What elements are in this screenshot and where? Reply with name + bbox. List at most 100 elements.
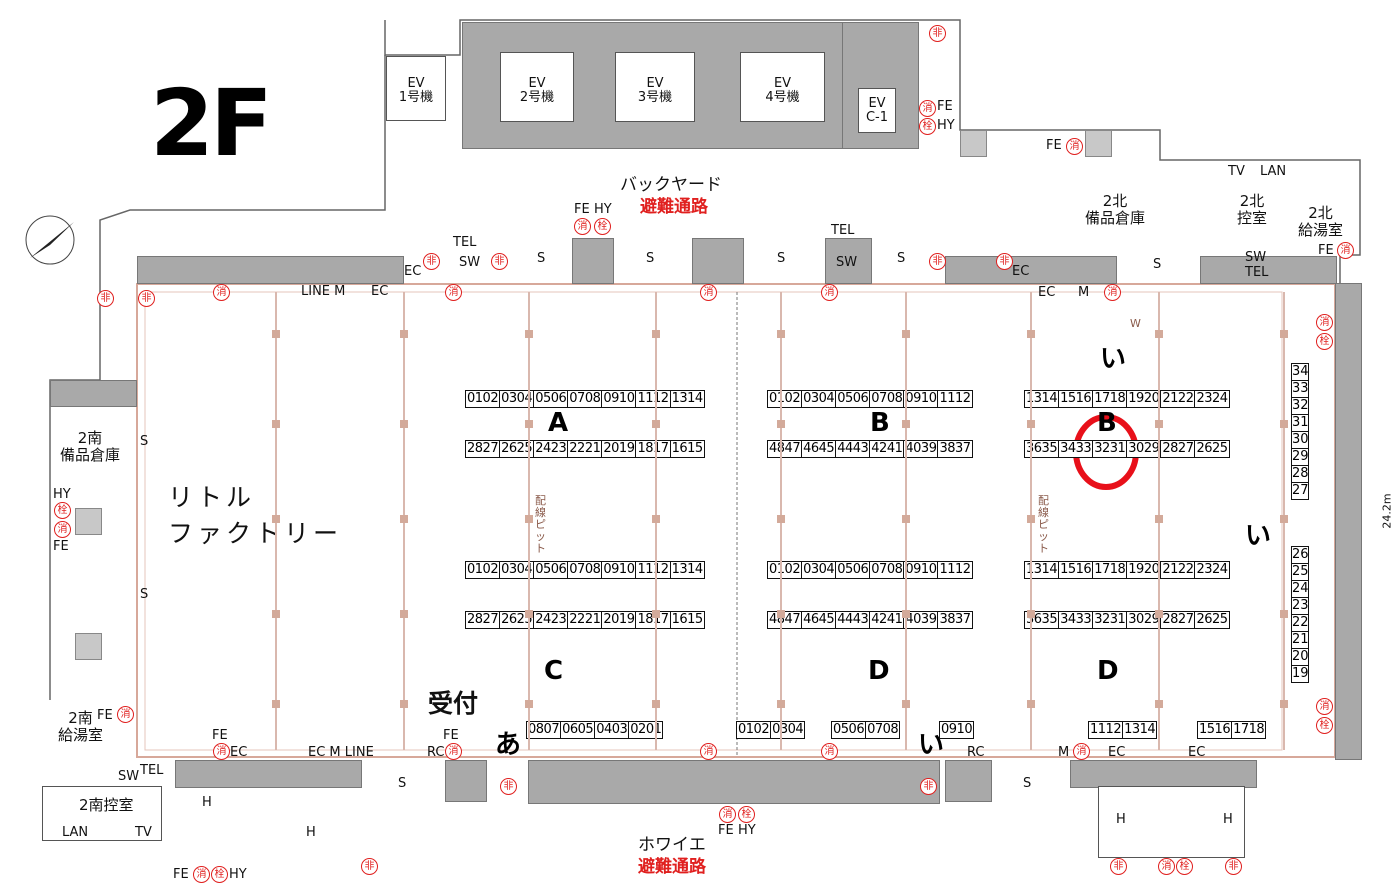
booth-cell: 34 <box>1291 363 1309 381</box>
booth-cell: 2625 <box>1194 440 1230 458</box>
booth-cell: 0910 <box>939 721 975 739</box>
pillar <box>445 760 487 802</box>
booth-cell: 1718 <box>1092 561 1128 579</box>
booth-cell: 0506 <box>835 390 871 408</box>
ec-m-line-label: EC M LINE <box>308 745 374 760</box>
zone-b: B <box>870 408 890 438</box>
booth-cell: 2122 <box>1160 390 1196 408</box>
ec-label: EC <box>1012 264 1030 279</box>
dimension-label: 24.2m <box>1380 493 1393 529</box>
backyard-label: バックヤード <box>620 175 722 195</box>
emergency-exit-icon: 非 <box>929 253 946 270</box>
pillar-marker <box>400 330 408 338</box>
extinguisher-icon: 消 <box>1337 242 1354 259</box>
extinguisher-icon: 消 <box>445 284 462 301</box>
booth-cell: 0102 <box>767 561 803 579</box>
booth-cell: 2827 <box>1160 611 1196 629</box>
pillar-marker <box>1155 700 1163 708</box>
booth-cell: 1817 <box>635 440 671 458</box>
booth-cell: 1112 <box>937 561 973 579</box>
pillar-marker <box>652 610 660 618</box>
extinguisher-icon: 消 <box>445 743 462 760</box>
tel-label: TEL <box>1245 265 1269 280</box>
pillar-marker <box>400 515 408 523</box>
booth-cell: 0304 <box>801 561 837 579</box>
fe-label: FE <box>574 202 590 217</box>
booth-cell: 0708 <box>567 561 603 579</box>
pillar-marker <box>1155 515 1163 523</box>
hydrant-icon: 栓 <box>54 502 71 519</box>
booth-cell: 31 <box>1291 414 1309 432</box>
elevator-4: EV 4号機 <box>740 52 825 122</box>
booth-cell: 2827 <box>1160 440 1196 458</box>
booth-cell: 1314 <box>669 390 705 408</box>
booth-cell: 32 <box>1291 397 1309 415</box>
booth-cell: 0403 <box>594 721 630 739</box>
hy-label: HY <box>594 202 612 217</box>
fe-label: FE <box>53 539 69 554</box>
booth-cell: 0102 <box>736 721 772 739</box>
booth-cell: 1516 <box>1058 390 1094 408</box>
booth-cell: 1516 <box>1197 721 1233 739</box>
zone-i-hiragana: い <box>1100 344 1127 374</box>
floor-label: 2F <box>150 70 273 177</box>
booth-cell: 27 <box>1291 482 1309 500</box>
booth-cell: 1314 <box>669 561 705 579</box>
tv-label: TV <box>1228 164 1245 179</box>
elevator-2: EV 2号機 <box>500 52 574 122</box>
booth-cell: 1516 <box>1058 561 1094 579</box>
booth-cell: 2324 <box>1194 561 1230 579</box>
booth-cell: 22 <box>1291 614 1309 632</box>
pillar-marker <box>652 330 660 338</box>
line-m-label: LINE M <box>301 284 346 299</box>
booth-cell: 1920 <box>1126 390 1162 408</box>
emergency-exit-icon: 非 <box>138 290 155 307</box>
booth-cell: 0201 <box>628 721 664 739</box>
zone-d: D <box>868 656 890 686</box>
pillar-marker <box>1280 420 1288 428</box>
booth-cell: 4039 <box>903 440 939 458</box>
pillar-marker <box>902 330 910 338</box>
extinguisher-icon: 消 <box>213 284 230 301</box>
booth-cell: 4443 <box>835 611 871 629</box>
fe-label: FE <box>173 867 189 882</box>
south-kitchen: 2南 給湯室 <box>58 709 104 744</box>
booth-cell: 23 <box>1291 597 1309 615</box>
booth-cell: 1615 <box>669 440 705 458</box>
pillar-marker <box>902 700 910 708</box>
booth-cell: 2423 <box>533 440 569 458</box>
east-wall <box>1335 283 1362 760</box>
extinguisher-icon: 消 <box>1066 138 1083 155</box>
pillar-marker <box>1155 420 1163 428</box>
foyer-route-label: 避難通路 <box>638 857 706 877</box>
pillar-marker <box>1280 700 1288 708</box>
pillar-marker <box>1155 610 1163 618</box>
pillar-marker <box>777 515 785 523</box>
fe-label: FE <box>1046 138 1062 153</box>
wiring-pit-label: 配線ピット <box>1038 494 1049 556</box>
pillar <box>1085 130 1112 157</box>
extinguisher-icon: 消 <box>821 284 838 301</box>
booth-cell: 4039 <box>903 611 939 629</box>
booth-cell: 0506 <box>533 561 569 579</box>
pillar-marker <box>400 610 408 618</box>
rc-label: RC <box>967 745 985 760</box>
pillar-marker <box>525 515 533 523</box>
pillar-marker <box>1155 330 1163 338</box>
booth-cell: 3837 <box>937 611 973 629</box>
booth-cell: 2625 <box>1194 611 1230 629</box>
hydrant-icon: 栓 <box>1316 333 1333 350</box>
booth-cell: 3635 <box>1024 440 1060 458</box>
extinguisher-icon: 消 <box>1158 858 1175 875</box>
fe-label: FE <box>937 99 953 114</box>
booth-cell: 3231 <box>1092 440 1128 458</box>
north-storage-room: 2北 備品倉庫 <box>1085 192 1146 227</box>
booth-row-i: 0910 <box>939 721 975 739</box>
